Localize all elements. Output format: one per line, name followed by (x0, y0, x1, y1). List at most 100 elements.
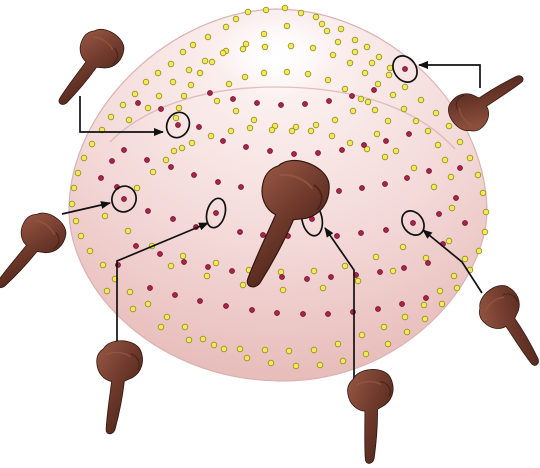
yellow-sphere-marker (240, 46, 246, 52)
red-sphere-marker (171, 217, 176, 222)
red-sphere-marker (424, 296, 429, 301)
yellow-sphere-marker (375, 81, 381, 87)
yellow-sphere-marker (342, 86, 348, 92)
yellow-sphere-marker (482, 229, 488, 235)
yellow-sphere-marker (262, 44, 268, 50)
yellow-sphere-marker (475, 172, 481, 178)
yellow-sphere-marker (237, 346, 243, 352)
yellow-sphere-marker (202, 58, 208, 64)
yellow-sphere-marker (262, 347, 268, 353)
yellow-sphere-marker (325, 77, 331, 83)
yellow-sphere-marker (449, 205, 455, 211)
yellow-sphere-marker (75, 170, 81, 176)
red-sphere-marker (159, 107, 164, 112)
yellow-sphere-marker (332, 117, 338, 123)
red-sphere-marker (437, 212, 442, 217)
yellow-sphere-marker (387, 65, 393, 71)
yellow-sphere-marker (418, 97, 424, 103)
yellow-sphere-marker (284, 23, 290, 29)
yellow-sphere-marker (181, 93, 187, 99)
yellow-sphere-marker (364, 44, 370, 50)
red-sphere-marker (402, 266, 407, 271)
red-sphere-marker (407, 132, 412, 137)
red-sphere-marker (400, 302, 405, 307)
yellow-sphere-marker (164, 314, 170, 320)
yellow-sphere-marker (104, 288, 110, 294)
yellow-sphere-marker (293, 363, 299, 369)
yellow-sphere-marker (211, 342, 217, 348)
yellow-sphere-marker (480, 190, 486, 196)
yellow-sphere-marker (422, 316, 428, 322)
yellow-sphere-marker (263, 7, 269, 13)
yellow-sphere-marker (365, 99, 371, 105)
yellow-sphere-marker (244, 355, 250, 361)
yellow-sphere-marker (188, 82, 194, 88)
yellow-sphere-marker (446, 123, 452, 129)
red-sphere-marker (239, 185, 244, 190)
yellow-sphere-marker (245, 9, 251, 15)
yellow-sphere-marker (421, 302, 427, 308)
red-sphere-marker (136, 101, 141, 106)
red-sphere-marker (268, 149, 273, 154)
yellow-sphere-marker (483, 209, 489, 215)
yellow-sphere-marker (286, 348, 292, 354)
yellow-sphere-marker (467, 155, 473, 161)
yellow-sphere-marker (242, 74, 248, 80)
yellow-sphere-marker (205, 34, 211, 40)
yellow-sphere-marker (313, 14, 319, 20)
red-sphere-marker (362, 143, 367, 148)
red-sphere-marker (280, 275, 285, 280)
yellow-sphere-marker (209, 59, 215, 65)
red-sphere-marker (206, 265, 211, 270)
yellow-sphere-marker (145, 105, 151, 111)
yellow-sphere-marker (311, 347, 317, 353)
red-sphere-marker (329, 275, 334, 280)
yellow-sphere-marker (158, 324, 164, 330)
red-sphere-marker (169, 165, 174, 170)
yellow-sphere-marker (168, 61, 174, 67)
yellow-sphere-marker (390, 268, 396, 274)
red-sphere-marker (292, 152, 297, 157)
yellow-sphere-marker (120, 102, 126, 108)
red-sphere-marker (221, 139, 226, 144)
red-sphere-marker (384, 228, 389, 233)
yellow-sphere-marker (176, 105, 182, 111)
yellow-sphere-marker (435, 142, 441, 148)
yellow-sphere-marker (173, 115, 179, 121)
red-sphere-marker (316, 151, 321, 156)
yellow-sphere-marker (342, 263, 348, 269)
yellow-sphere-marker (442, 157, 448, 163)
yellow-sphere-marker (347, 60, 353, 66)
yellow-sphere-marker (363, 351, 369, 357)
yellow-sphere-marker (385, 118, 391, 124)
red-sphere-marker (378, 270, 383, 275)
yellow-sphere-marker (381, 324, 387, 330)
yellow-sphere-marker (73, 218, 79, 224)
yellow-sphere-marker (134, 185, 140, 191)
yellow-sphere-marker (335, 341, 341, 347)
red-sphere-marker (230, 269, 235, 274)
red-sphere-marker (275, 311, 280, 316)
yellow-sphere-marker (226, 81, 232, 87)
yellow-sphere-marker (352, 49, 358, 55)
yellow-sphere-marker (243, 41, 249, 47)
yellow-sphere-marker (81, 155, 87, 161)
yellow-sphere-marker (150, 169, 156, 175)
red-sphere-marker (110, 159, 115, 164)
yellow-sphere-marker (155, 70, 161, 76)
yellow-sphere-marker (125, 228, 131, 234)
red-sphere-marker (214, 211, 219, 216)
yellow-sphere-marker (182, 324, 188, 330)
yellow-sphere-marker (386, 72, 392, 78)
red-sphere-marker (279, 103, 284, 108)
yellow-sphere-marker (393, 148, 399, 154)
red-sphere-marker (426, 261, 431, 266)
yellow-sphere-marker (186, 337, 192, 343)
red-sphere-marker (301, 312, 306, 317)
yellow-sphere-marker (223, 24, 229, 30)
yellow-sphere-marker (247, 125, 253, 131)
yellow-sphere-marker (437, 288, 443, 294)
yellow-sphere-marker (400, 244, 406, 250)
red-sphere-marker (427, 169, 432, 174)
yellow-sphere-marker (71, 185, 77, 191)
